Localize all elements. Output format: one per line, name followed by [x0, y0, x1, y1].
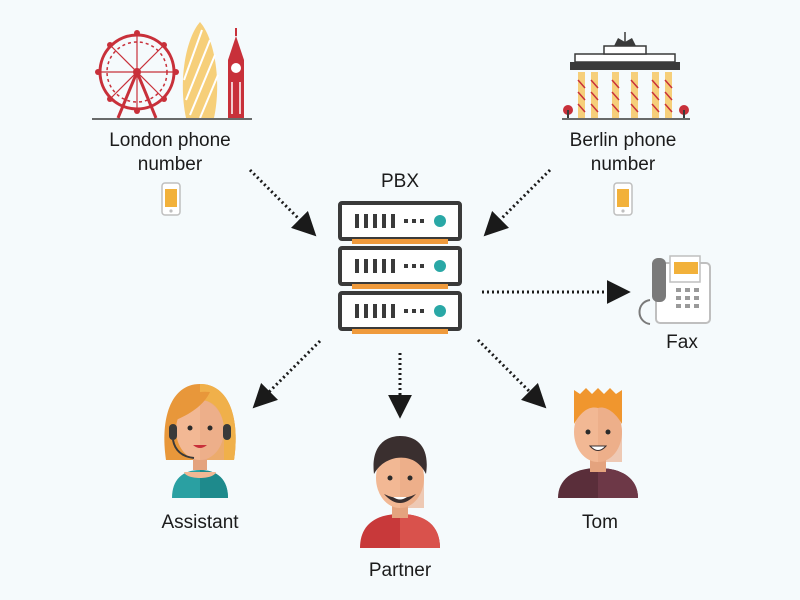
london-phone-label: London phone number — [90, 129, 250, 177]
arrow-berlin-to-pbx — [483, 168, 552, 237]
assistant-avatar-icon — [164, 384, 236, 498]
fax-label: Fax — [666, 332, 698, 353]
arrow-pbx-to-assistant — [252, 339, 322, 409]
partner-avatar-icon — [360, 436, 440, 548]
mobile-phone-icon — [161, 182, 181, 216]
tom-avatar-icon — [558, 388, 638, 498]
berlin-phone-label: Berlin phone number — [543, 129, 703, 177]
arrow-pbx-to-tom — [476, 338, 547, 409]
fax-machine-icon — [638, 255, 711, 325]
connection-arrows — [248, 168, 631, 419]
london-skyline-icon — [92, 22, 252, 120]
berlin-label-line1: Berlin phone — [569, 130, 677, 151]
arrow-london-to-pbx — [248, 168, 317, 237]
berlin-label-line2: number — [590, 154, 656, 175]
server-rack-icon — [338, 201, 462, 334]
assistant-label: Assistant — [161, 512, 239, 533]
tom-label: Tom — [582, 512, 618, 533]
partner-label: Partner — [368, 560, 432, 581]
pbx-label: PBX — [380, 171, 420, 192]
mobile-phone-icon — [613, 182, 633, 216]
london-label-line1: London phone — [109, 130, 231, 151]
london-label-line2: number — [137, 154, 203, 175]
berlin-gate-icon — [562, 32, 690, 120]
